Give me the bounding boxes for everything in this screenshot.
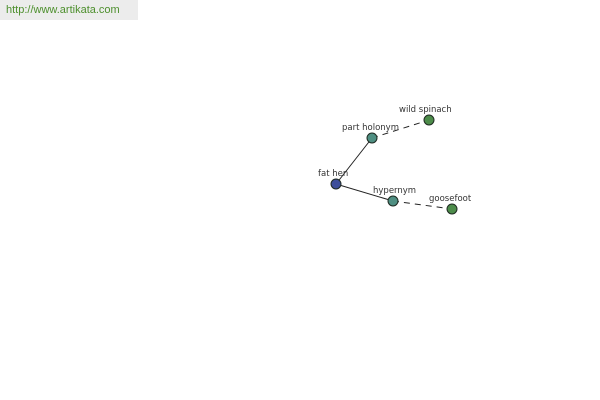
node-wild-spinach[interactable] [423,114,435,126]
node-label-wild-spinach: wild spinach [399,105,452,115]
node-label-fat-hen: fat hen [318,169,348,179]
edge-part-holonym-to-wild-spinach [371,119,430,139]
labels-layer: fat hen part holonym hypernym wild spinach g… [318,105,472,204]
node-label-goosefoot: goosefoot [429,194,472,204]
node-hypernym[interactable] [387,195,399,207]
edge-fat-hen-to-part-holonym [335,137,373,185]
edge-hypernym-to-goosefoot [392,200,453,210]
edges-layer [335,119,453,210]
node-label-hypernym: hypernym [373,186,416,196]
edge-fat-hen-to-hypernym [335,183,394,202]
node-part-holonym[interactable] [366,132,378,144]
node-label-part-holonym: part holonym [342,123,399,133]
nodes-layer [330,114,458,215]
source-banner: http://www.artikata.com [0,0,138,20]
node-fat-hen[interactable] [330,178,342,190]
source-link[interactable]: http://www.artikata.com [6,4,120,16]
node-goosefoot[interactable] [446,203,458,215]
